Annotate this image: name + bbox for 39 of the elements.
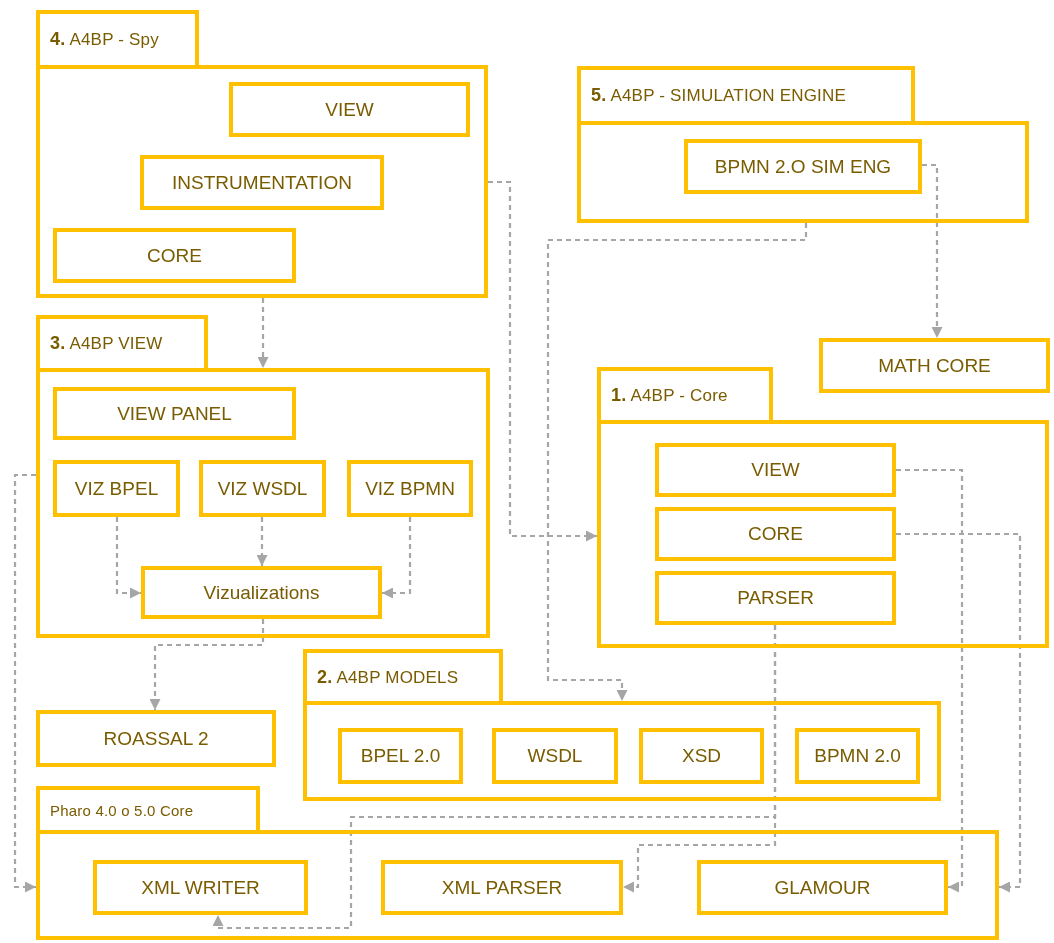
component-box: VIEW xyxy=(655,443,896,497)
dashed-arrow xyxy=(257,298,269,368)
component-box: VIZ BPMN xyxy=(347,460,473,517)
component-box: BPMN 2.O SIM ENG xyxy=(684,139,922,194)
component-box: XML WRITER xyxy=(93,860,308,915)
component-box: Vizualizations xyxy=(141,566,382,619)
package-tab: 4. A4BP - Spy xyxy=(36,10,199,65)
dashed-arrow xyxy=(13,473,36,893)
package-tab: 5. A4BP - SIMULATION ENGINE xyxy=(577,66,915,121)
dashed-arrow xyxy=(896,468,964,893)
dashed-arrow xyxy=(256,517,268,566)
dashed-arrow xyxy=(488,180,597,542)
component-box: VIZ BPEL xyxy=(53,460,180,517)
component-box: MATH CORE xyxy=(819,338,1050,393)
component-box: VIZ WSDL xyxy=(199,460,326,517)
component-box: INSTRUMENTATION xyxy=(140,155,384,210)
dashed-arrow xyxy=(922,163,943,338)
component-box: GLAMOUR xyxy=(697,860,948,915)
component-box: VIEW PANEL xyxy=(53,387,296,440)
component-box: BPEL 2.0 xyxy=(338,728,463,784)
component-box: XML PARSER xyxy=(381,860,623,915)
dashed-arrow xyxy=(896,532,1022,893)
dashed-arrow xyxy=(149,619,265,710)
component-box: PARSER xyxy=(655,571,896,625)
component-box: CORE xyxy=(53,228,296,283)
dashed-arrow xyxy=(382,517,412,599)
package-tab: Pharo 4.0 o 5.0 Core xyxy=(36,786,260,830)
component-box: VIEW xyxy=(229,82,470,137)
dashed-arrow xyxy=(212,625,777,930)
package-tab: 1. A4BP - Core xyxy=(597,367,773,420)
package-tab: 3. A4BP VIEW xyxy=(36,315,208,368)
dashed-arrow xyxy=(115,517,141,599)
component-box: CORE xyxy=(655,507,896,561)
component-box: WSDL xyxy=(492,728,618,784)
package-tab: 2. A4BP MODELS xyxy=(303,649,503,701)
component-box: XSD xyxy=(639,728,764,784)
component-box: BPMN 2.0 xyxy=(795,728,920,784)
dashed-arrow xyxy=(546,223,808,701)
component-box: ROASSAL 2 xyxy=(36,710,276,767)
